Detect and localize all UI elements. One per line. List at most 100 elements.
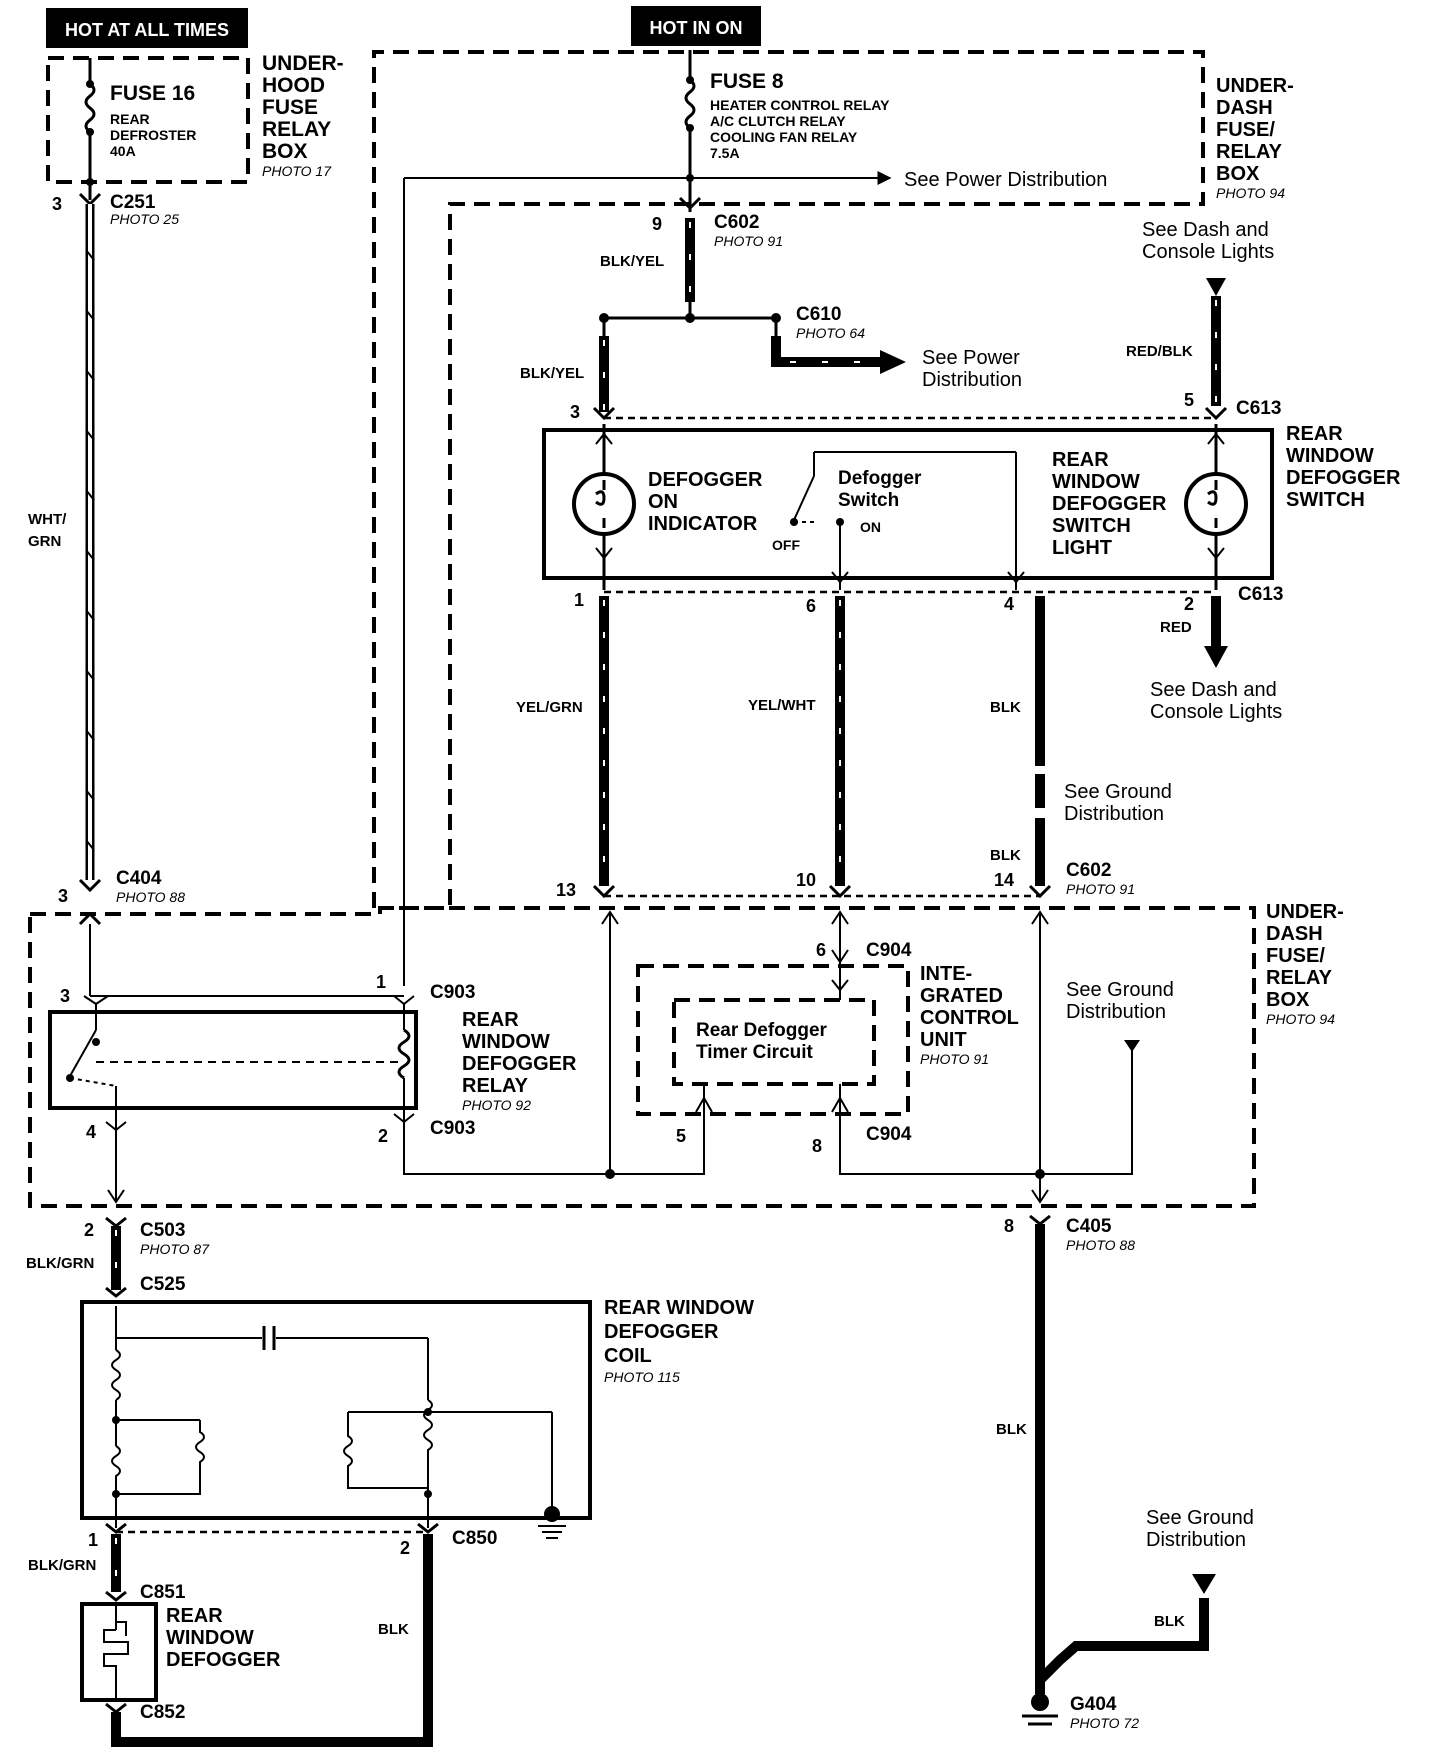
see-ground-3-l2: Distribution xyxy=(1146,1529,1246,1551)
integrated-control-unit-box xyxy=(636,964,910,1116)
fuse-16-label: FUSE 16 xyxy=(110,82,195,105)
relay-coil-icon xyxy=(393,995,415,1124)
fuse-8-desc-3: COOLING FAN RELAY xyxy=(710,129,858,145)
c525-connector-symbol xyxy=(105,1286,127,1298)
indicator-label-1: DEFOGGER xyxy=(648,469,763,491)
see-dash-bot-2: Console Lights xyxy=(1150,701,1282,723)
c503-pin: 2 xyxy=(84,1220,94,1240)
c405-photo: PHOTO 88 xyxy=(1066,1237,1135,1253)
c405-label: C405 xyxy=(1066,1216,1112,1237)
icu-photo: PHOTO 91 xyxy=(920,1051,989,1067)
svg-text:PHOTO 94: PHOTO 94 xyxy=(1266,1011,1335,1027)
wire-label-red: RED xyxy=(1160,619,1192,636)
c602-pin-10: 10 xyxy=(796,870,816,890)
switch-pin-5: 5 xyxy=(1184,390,1194,410)
defogger-heater-icon xyxy=(103,1604,129,1700)
icu-pin-8: 8 xyxy=(812,1136,822,1156)
switch-pin-1: 1 xyxy=(574,590,584,610)
svg-text:HOOD: HOOD xyxy=(262,74,325,97)
see-power-mid-2: Distribution xyxy=(922,369,1022,391)
svg-text:RELAY: RELAY xyxy=(1216,141,1283,163)
wire-label-wht-grn-2: GRN xyxy=(28,533,61,550)
svg-text:UNDER-: UNDER- xyxy=(262,52,344,75)
see-dash-bot-1: See Dash and xyxy=(1150,679,1277,701)
icu-label-1: INTE- xyxy=(920,963,972,985)
defogger-label-3: DEFOGGER xyxy=(166,1649,281,1671)
c602-top-label: C602 xyxy=(714,212,759,233)
c903-top-label: C903 xyxy=(430,982,475,1003)
wire-label-blk-yel-1: BLK/YEL xyxy=(600,253,664,270)
wire-label-blk-3: BLK xyxy=(378,1621,409,1638)
c525-label: C525 xyxy=(140,1274,186,1295)
c852-label: C852 xyxy=(140,1702,185,1723)
wire-label-yel-grn: YEL/GRN xyxy=(516,699,583,716)
wire-label-blk-2: BLK xyxy=(990,847,1021,864)
relay-contacts-icon xyxy=(66,995,404,1122)
fuse-16-desc-2: DEFROSTER xyxy=(110,127,196,143)
c405-connector-symbol xyxy=(1029,1214,1051,1226)
light-label-4: SWITCH xyxy=(1052,515,1131,537)
header-hot-at-all-times: HOT AT ALL TIMES xyxy=(46,8,248,48)
svg-text:RELAY: RELAY xyxy=(262,118,331,141)
c903-bottom-label: C903 xyxy=(430,1118,475,1139)
light-label-2: WINDOW xyxy=(1052,471,1140,493)
switch-on-label: ON xyxy=(860,519,881,535)
defogger-coil-box xyxy=(80,1300,592,1520)
wire-blk-loop xyxy=(111,1534,433,1747)
c404-photo: PHOTO 88 xyxy=(116,889,185,905)
wire-wht-grn xyxy=(85,204,95,880)
c610-photo: PHOTO 64 xyxy=(796,325,865,341)
svg-text:PHOTO 17: PHOTO 17 xyxy=(262,163,332,179)
underhood-fuse-box-outline xyxy=(46,56,250,184)
fuse-8 xyxy=(684,50,696,212)
relay-pin-2: 2 xyxy=(378,1126,388,1146)
relay-pin-1: 1 xyxy=(376,972,386,992)
switch-label-2: Switch xyxy=(838,490,899,511)
c404-label: C404 xyxy=(116,868,162,889)
coil-photo: PHOTO 115 xyxy=(604,1369,680,1385)
svg-text:REAR: REAR xyxy=(1286,423,1343,445)
see-ground-1-l1: See Ground xyxy=(1064,781,1172,803)
light-label-5: LIGHT xyxy=(1052,537,1112,559)
icu-pin-5: 5 xyxy=(676,1126,686,1146)
see-dash-top-arrow xyxy=(1206,278,1226,296)
coil-label-1: REAR WINDOW xyxy=(604,1297,754,1319)
c610-junction xyxy=(599,302,781,336)
underhood-box-title: UNDER- HOOD FUSE RELAY BOX PHOTO 17 xyxy=(262,52,344,179)
wire-to-see-power-mid xyxy=(771,336,906,374)
c602-bottom-label: C602 xyxy=(1066,860,1111,881)
c851-connector-symbol xyxy=(105,1590,127,1602)
wire-label-blk-yel-2: BLK/YEL xyxy=(520,365,584,382)
c850-pin-1: 1 xyxy=(88,1530,98,1550)
svg-text:PHOTO 94: PHOTO 94 xyxy=(1216,185,1285,201)
wire-label-blk-grn-2: BLK/GRN xyxy=(28,1557,96,1574)
switch-off-label: OFF xyxy=(772,537,800,553)
svg-text:BOX: BOX xyxy=(1216,163,1260,185)
icu-label-2: GRATED xyxy=(920,985,1003,1007)
c602-top-photo: PHOTO 91 xyxy=(714,233,783,249)
switch-pin-4: 4 xyxy=(1004,594,1014,614)
see-power-mid-1: See Power xyxy=(922,347,1020,369)
defogger-coil-network-icon xyxy=(111,1306,553,1528)
svg-text:UNDER-: UNDER- xyxy=(1266,901,1344,923)
timer-label-1: Rear Defogger xyxy=(696,1020,828,1041)
svg-text:FUSE/: FUSE/ xyxy=(1266,945,1325,967)
see-ground-3-l1: See Ground xyxy=(1146,1507,1254,1529)
c251-photo: PHOTO 25 xyxy=(110,211,179,227)
light-label-1: REAR xyxy=(1052,449,1109,471)
c405-pin: 8 xyxy=(1004,1216,1014,1236)
c850-label: C850 xyxy=(452,1528,497,1549)
underdash-top-box-title: UNDER- DASH FUSE/ RELAY BOX PHOTO 94 xyxy=(1216,75,1294,201)
see-ground-3-arrow xyxy=(1192,1574,1216,1594)
fuse-8-desc-1: HEATER CONTROL RELAY xyxy=(710,97,890,113)
header-hot-in-on: HOT IN ON xyxy=(631,6,761,46)
c503-connector-symbol xyxy=(105,1216,127,1228)
see-ground-1-l2: Distribution xyxy=(1064,803,1164,825)
fuse-16-desc-1: REAR xyxy=(110,111,150,127)
underdash-top-box-outline xyxy=(372,50,1205,910)
svg-text:DEFOGGER: DEFOGGER xyxy=(1286,467,1401,489)
fuse-8-label: FUSE 8 xyxy=(710,70,784,93)
defogger-switch-box xyxy=(542,428,1274,580)
g404-ground-icon xyxy=(1022,1680,1058,1726)
